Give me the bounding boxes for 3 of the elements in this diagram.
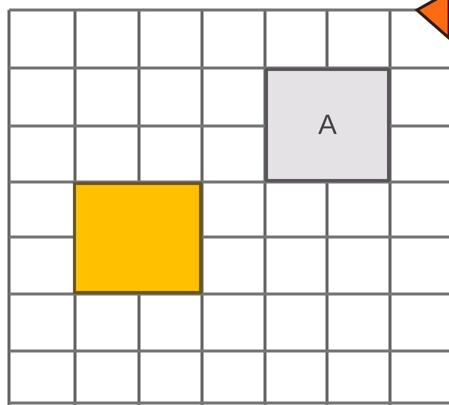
box-label: A <box>318 109 337 141</box>
filled-square <box>73 182 202 294</box>
label-box <box>265 68 390 182</box>
